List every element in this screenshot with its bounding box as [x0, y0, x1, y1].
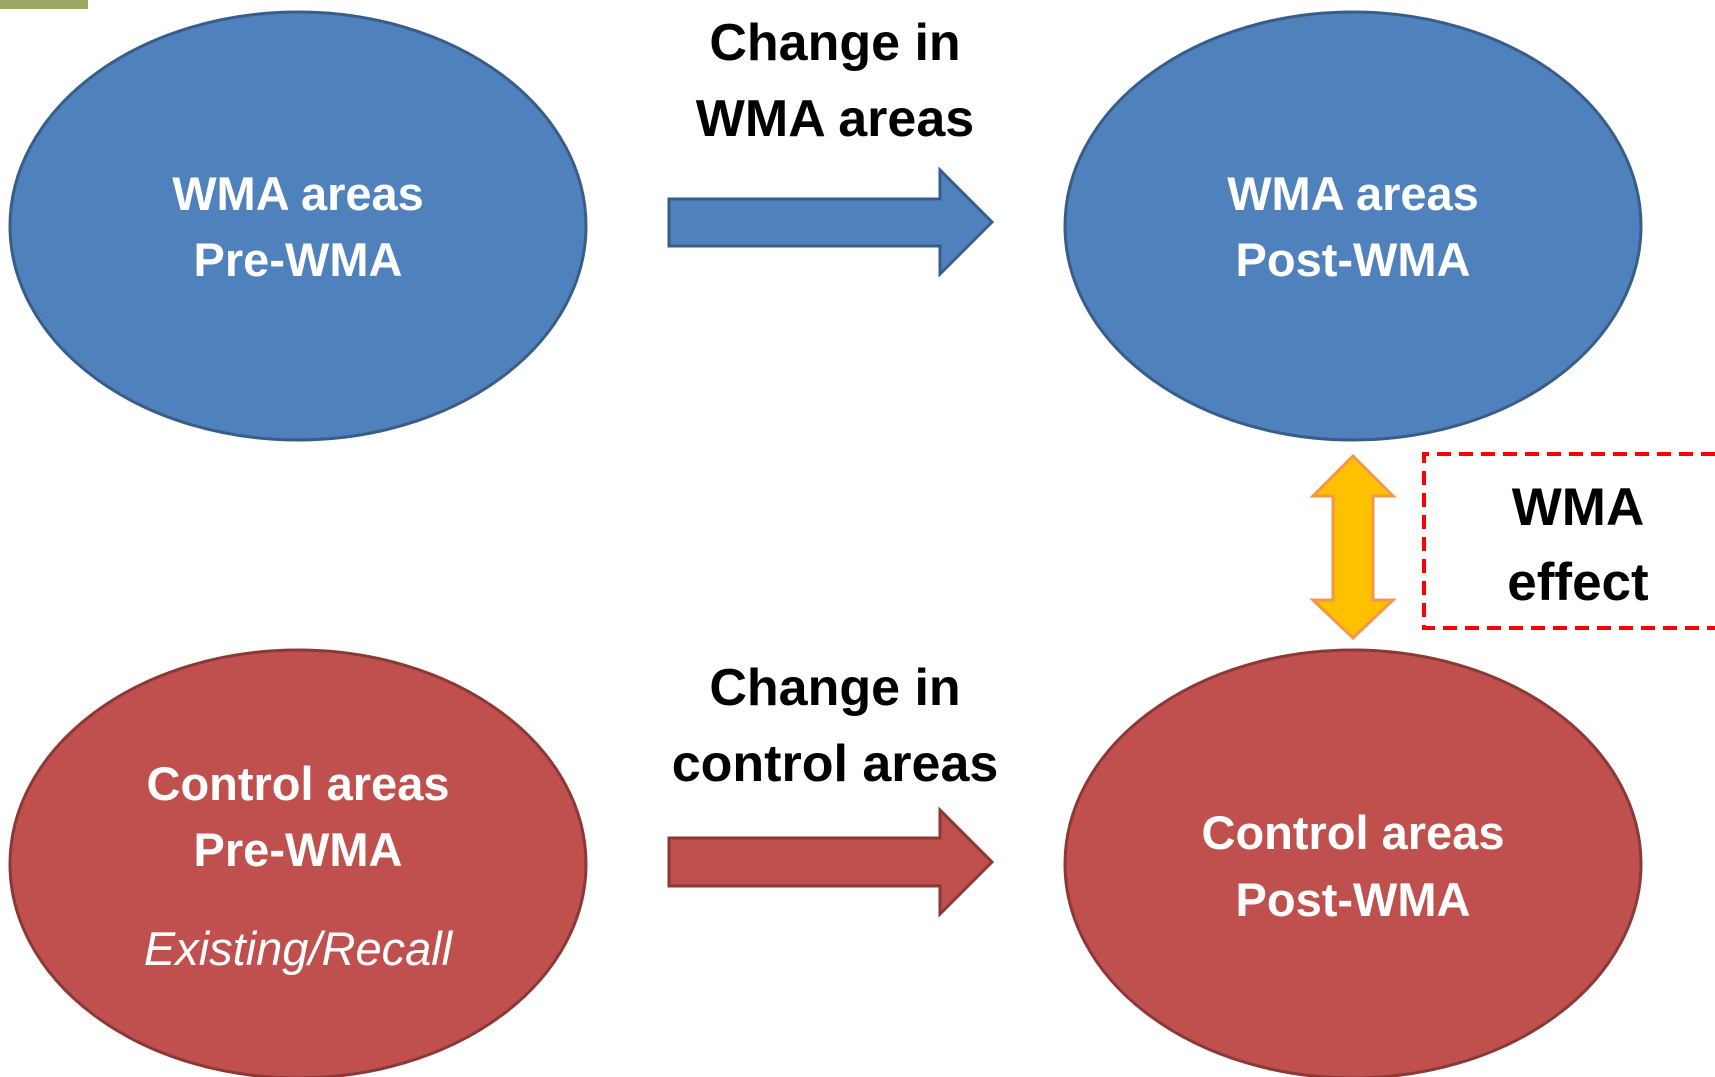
- control-post-line1: Control areas: [1202, 806, 1505, 859]
- wma-pre-line1: WMA areas: [172, 167, 424, 220]
- control-pre-line1: Control areas: [147, 757, 450, 810]
- node-wma-pre: WMA areas Pre-WMA: [8, 10, 588, 442]
- wma-post-line2: Post-WMA: [1236, 233, 1471, 286]
- wma-effect-line2: effect: [1507, 553, 1648, 612]
- control-pre-line2: Pre-WMA: [194, 823, 403, 876]
- wma-pre-line2: Pre-WMA: [194, 233, 403, 286]
- arrow-wma-change: Change in WMA areas: [667, 14, 995, 278]
- control-post-line2: Post-WMA: [1236, 873, 1471, 926]
- arrow-control-change: Change in control areas: [667, 659, 999, 918]
- wma-pre-ellipse: [8, 10, 588, 442]
- control-pre-ellipse: [8, 648, 588, 1077]
- node-control-post: Control areas Post-WMA: [1063, 648, 1643, 1077]
- node-control-pre: Control areas Pre-WMA Existing/Recall: [8, 648, 588, 1077]
- wma-effect-box: WMA effect: [1422, 452, 1715, 630]
- wma-effect-box-border: [1422, 452, 1715, 630]
- control-pre-line3: Existing/Recall: [144, 922, 454, 975]
- wma-effect-double-arrow: [1309, 453, 1397, 641]
- control-change-line2: control areas: [672, 735, 999, 793]
- wma-post-ellipse: [1063, 10, 1643, 442]
- wma-change-line1: Change in: [709, 14, 960, 72]
- control-change-arrow-shape: [667, 806, 995, 918]
- wma-effect-line1: WMA: [1512, 478, 1644, 537]
- control-post-ellipse: [1063, 648, 1643, 1077]
- control-change-line1: Change in: [709, 659, 960, 717]
- wma-post-line1: WMA areas: [1227, 167, 1479, 220]
- node-wma-post: WMA areas Post-WMA: [1063, 10, 1643, 442]
- wma-change-arrow-shape: [667, 166, 995, 278]
- wma-change-line2: WMA areas: [696, 90, 974, 148]
- corner-mark: [0, 0, 88, 9]
